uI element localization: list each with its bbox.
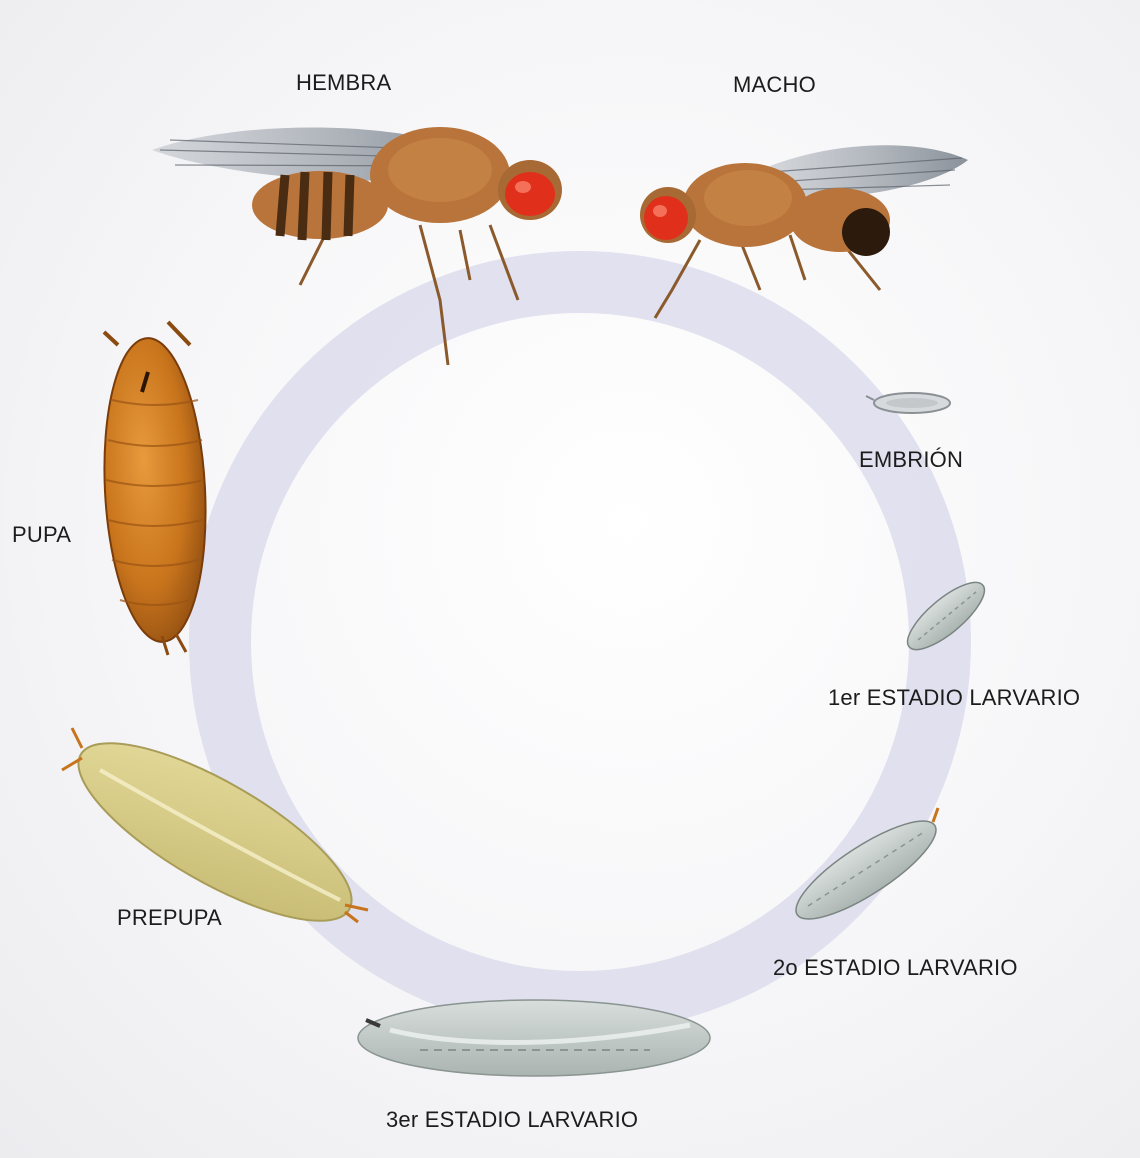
- label-prepupa: PREPUPA: [117, 905, 222, 931]
- label-third-instar: 3er ESTADIO LARVARIO: [386, 1107, 638, 1133]
- label-second-instar: 2o ESTADIO LARVARIO: [773, 955, 1018, 981]
- third-instar-larva: [358, 1000, 710, 1076]
- label-first-instar: 1er ESTADIO LARVARIO: [828, 685, 1080, 711]
- label-embrion: EMBRIÓN: [859, 447, 963, 473]
- label-hembra: HEMBRA: [296, 70, 391, 96]
- label-macho: MACHO: [733, 72, 816, 98]
- label-pupa: PUPA: [12, 522, 71, 548]
